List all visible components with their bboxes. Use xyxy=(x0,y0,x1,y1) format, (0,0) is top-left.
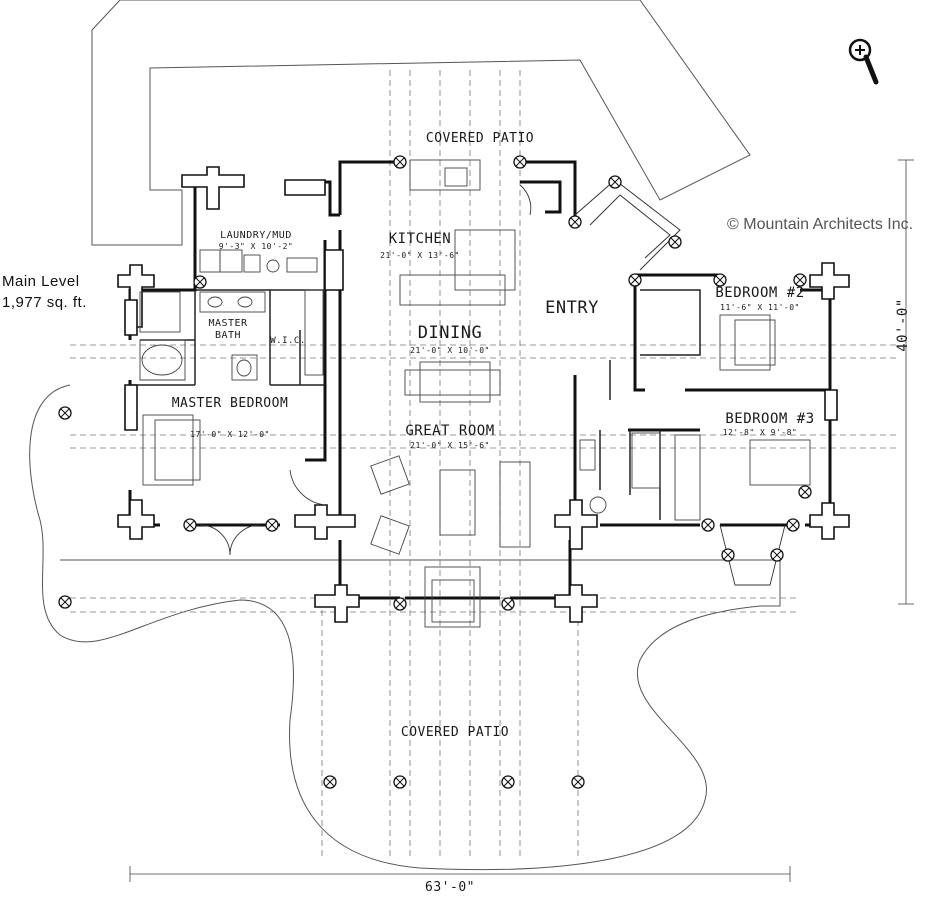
bedroom2-dims: 11'-6" X 11'-0" xyxy=(720,303,800,312)
laundry-dims: 9'-3" X 10'-2" xyxy=(218,242,294,251)
covered-patio-bottom-label: COVERED PATIO xyxy=(400,725,510,740)
kitchen-label: KITCHEN xyxy=(388,231,452,247)
interior-partitions xyxy=(130,289,701,520)
dining-dims: 21'-0" X 10'-0" xyxy=(410,346,490,355)
kitchen-dims: 21'-0" X 13'-6" xyxy=(380,251,460,260)
covered-patio-top-label: COVERED PATIO xyxy=(425,131,535,146)
overall-width-dimension: 63'-0" xyxy=(425,880,475,895)
wic-label: W.I.C. xyxy=(270,336,306,346)
log-corners xyxy=(117,166,850,623)
dining-label: DINING xyxy=(417,323,483,343)
master-bedroom-label: MASTER BEDROOM xyxy=(171,396,289,411)
copyright-text: © Mountain Architects Inc. xyxy=(727,216,914,233)
bedroom3-label: BEDROOM #3 xyxy=(725,411,815,427)
zoom-in-magnifier-icon[interactable] xyxy=(846,36,880,88)
entry-bay xyxy=(574,179,681,271)
beam-lines xyxy=(70,70,900,860)
entry-label: ENTRY xyxy=(545,298,599,318)
fixtures xyxy=(139,159,811,628)
great-room-label: GREAT ROOM xyxy=(405,423,495,439)
patio-outline-top xyxy=(91,0,751,246)
master-bedroom-dims: 17'-0" X 12'-0" xyxy=(190,430,270,439)
overall-depth-dimension: 40'-0" xyxy=(895,298,911,352)
laundry-label: LAUNDRY/MUD xyxy=(220,230,292,241)
dimension-lines xyxy=(129,159,914,882)
bedroom3-dims: 12'-8" X 9'-8" xyxy=(722,428,798,437)
level-area: 1,977 sq. ft. xyxy=(2,294,87,311)
master-bath-label: MASTER BATH xyxy=(208,318,248,341)
bedroom2-label: BEDROOM #2 xyxy=(715,285,805,301)
level-title: Main Level xyxy=(2,273,80,290)
patio-outline-bottom xyxy=(29,384,781,871)
great-room-dims: 21'-0" X 15'-6" xyxy=(410,441,490,450)
level-info: Main Level 1,977 sq. ft. xyxy=(2,271,87,313)
